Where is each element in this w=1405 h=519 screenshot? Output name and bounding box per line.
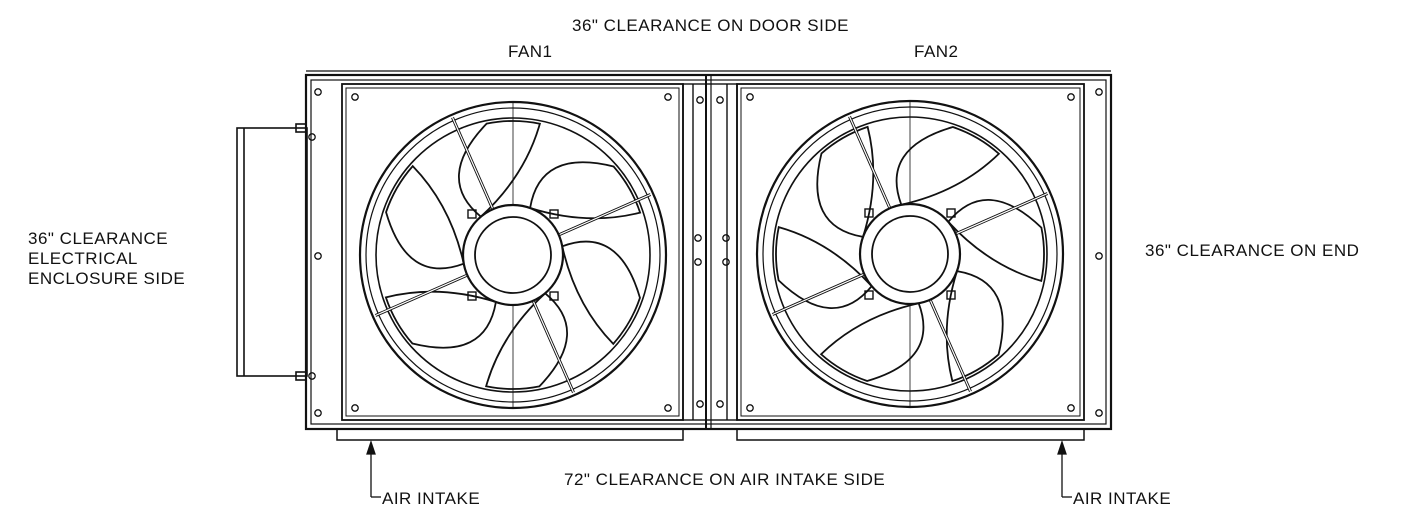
air-intake-left-label: AIR INTAKE [382, 489, 481, 508]
electrical-side-clearance-label-line3: ENCLOSURE SIDE [28, 269, 186, 288]
bolt [694, 258, 702, 266]
fan2-label: FAN2 [914, 42, 959, 61]
panel-bolts [308, 88, 1103, 417]
bolt [746, 404, 754, 412]
bolt [351, 404, 359, 412]
center-divider [682, 83, 738, 421]
fan-blade [529, 161, 642, 220]
bolt [1095, 252, 1103, 260]
fan-hub-bolt [946, 208, 956, 218]
fan-blade [385, 164, 465, 270]
fan-blade [775, 226, 873, 309]
bolt [308, 133, 316, 141]
fan-hub-bolt [864, 208, 874, 218]
bolt [694, 234, 702, 242]
bolt [696, 400, 704, 408]
fan-blade [819, 302, 925, 382]
bolt [1067, 404, 1075, 412]
fan-motor-hub [474, 216, 552, 294]
bolt [716, 400, 724, 408]
fan-hub-bolt [549, 209, 559, 219]
fan-blade [816, 125, 875, 238]
fan1-assembly [358, 100, 668, 410]
fan2-assembly [755, 99, 1065, 409]
bolt [351, 93, 359, 101]
bolt [1067, 93, 1075, 101]
electrical-side-clearance-label-line1: 36" CLEARANCE [28, 229, 169, 248]
bolt [314, 252, 322, 260]
fan-hub-bolt [549, 291, 559, 301]
fan-blade [384, 290, 497, 349]
air-intake-arrow-left [366, 439, 381, 498]
unit-housing [304, 70, 1113, 441]
bolt [1095, 409, 1103, 417]
air-intake-right-label: AIR INTAKE [1073, 489, 1172, 508]
bolt [314, 409, 322, 417]
fan-blade [945, 270, 1004, 383]
door-side-clearance-label: 36" CLEARANCE ON DOOR SIDE [572, 16, 849, 35]
bolt [1095, 88, 1103, 96]
bolt [722, 258, 730, 266]
bolt [314, 88, 322, 96]
bolt [716, 96, 724, 104]
air-intake-arrow-right [1057, 439, 1072, 498]
electrical-enclosure [236, 123, 308, 381]
fan-blade [895, 126, 1001, 206]
electrical-side-clearance-label-line2: ELECTRICAL [28, 249, 138, 268]
end-side-clearance-label: 36" CLEARANCE ON END [1145, 241, 1360, 260]
air-intake-side-clearance-label: 72" CLEARANCE ON AIR INTAKE SIDE [564, 470, 886, 489]
fan-hub-bolt [864, 290, 874, 300]
bolt [664, 93, 672, 101]
bolt [746, 93, 754, 101]
bolt [308, 372, 316, 380]
fan-blade [561, 240, 641, 346]
bolt [722, 234, 730, 242]
fan-blade [458, 120, 541, 218]
bolt [664, 404, 672, 412]
fan-hub-bolt [467, 209, 477, 219]
fan-hub-bolt [467, 291, 477, 301]
fan-blade [947, 199, 1045, 282]
fan-blade [485, 292, 568, 390]
fan1-label: FAN1 [508, 42, 553, 61]
fan-motor-hub [871, 215, 949, 293]
bolt [696, 96, 704, 104]
fan-hub-bolt [946, 290, 956, 300]
